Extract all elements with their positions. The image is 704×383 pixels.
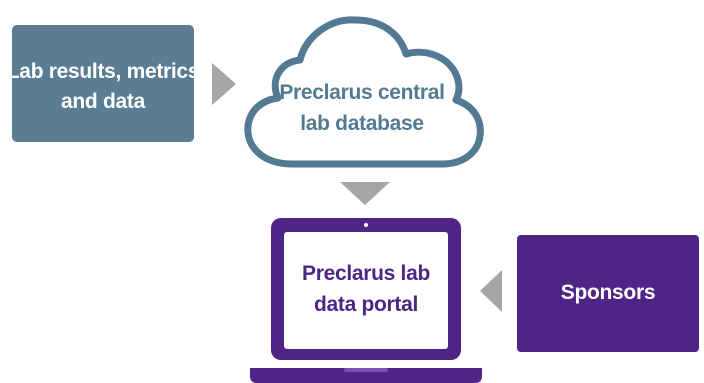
cloud-icon xyxy=(244,16,484,168)
source-box xyxy=(12,25,194,142)
portal-label-line2: data portal xyxy=(314,293,418,316)
laptop-camera-icon xyxy=(364,223,368,227)
arrow-down-icon xyxy=(340,182,390,205)
laptop-screen xyxy=(284,232,448,349)
sponsors-node: Sponsors xyxy=(517,235,699,352)
cloud-label-line2: lab database xyxy=(300,112,424,135)
portal-node: Preclarus lab data portal xyxy=(250,218,482,383)
laptop-trackpad-notch xyxy=(344,368,388,372)
portal-label-line1: Preclarus lab xyxy=(302,262,430,285)
arrow-left-icon xyxy=(480,270,502,312)
arrow-right-icon xyxy=(212,63,236,105)
laptop-base xyxy=(250,368,482,383)
cloud-node: Preclarus central lab database xyxy=(244,16,484,168)
cloud-label-line1: Preclarus central xyxy=(279,81,444,104)
sponsors-label: Sponsors xyxy=(561,281,655,304)
source-node: Lab results, metrics and data xyxy=(7,25,200,142)
source-label-line2: and data xyxy=(61,90,146,113)
source-label-line1: Lab results, metrics xyxy=(7,60,199,83)
sponsors-box xyxy=(517,235,699,352)
